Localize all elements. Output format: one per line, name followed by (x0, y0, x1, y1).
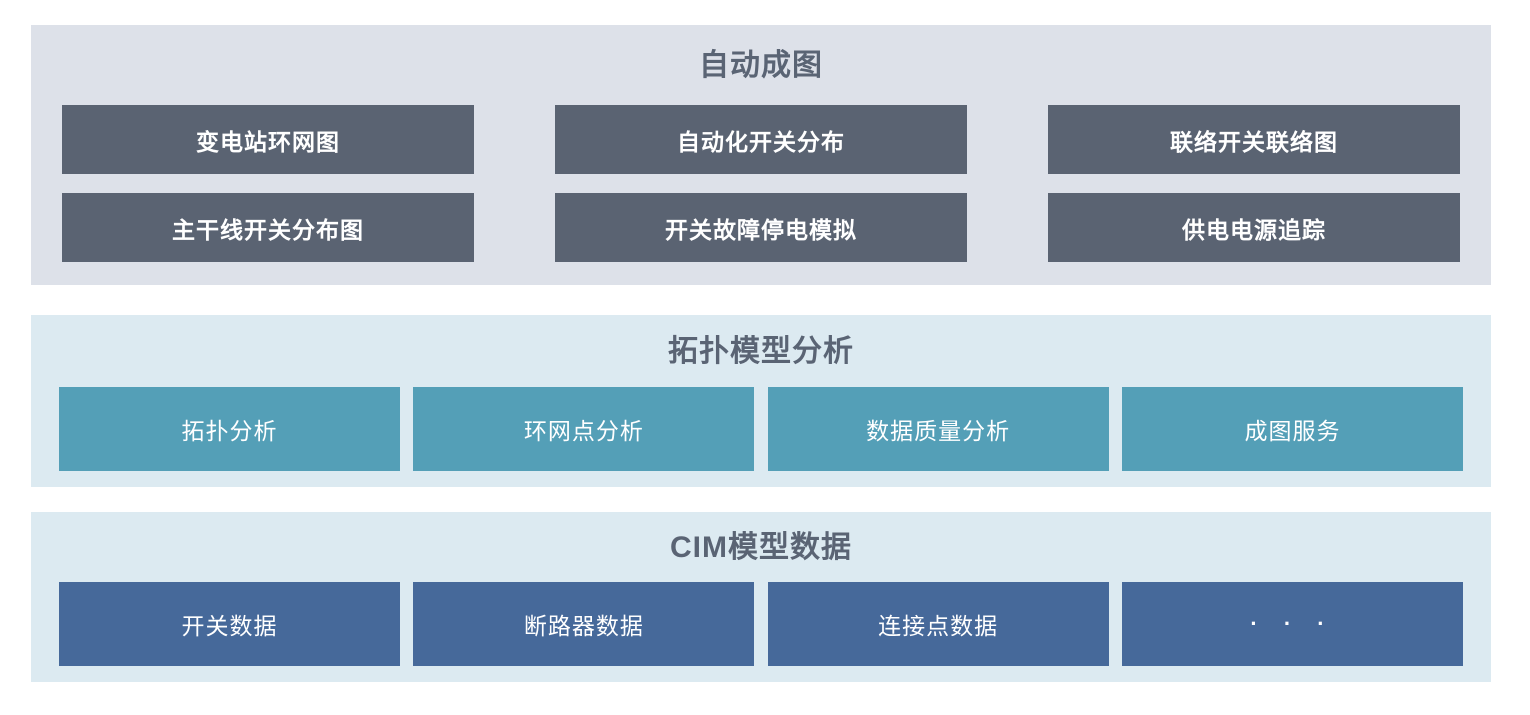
box-ring-point-analysis: 环网点分析 (413, 387, 755, 471)
topology-analysis-row: 拓扑分析 环网点分析 数据质量分析 成图服务 (31, 387, 1491, 471)
box-breaker-data: 断路器数据 (413, 582, 755, 666)
box-switch-fault-outage-simulation: 开关故障停电模拟 (555, 193, 967, 262)
section-topology-analysis-title: 拓扑模型分析 (668, 335, 854, 368)
box-power-supply-tracing: 供电电源追踪 (1048, 193, 1460, 262)
auto-drawing-row-2: 主干线开关分布图 开关故障停电模拟 供电电源追踪 (31, 193, 1491, 262)
box-substation-ring-network-diagram: 变电站环网图 (62, 105, 474, 174)
auto-drawing-row-1: 变电站环网图 自动化开关分布 联络开关联络图 (31, 105, 1491, 174)
section-auto-drawing-title: 自动成图 (699, 49, 823, 82)
section-auto-drawing: 自动成图 变电站环网图 自动化开关分布 联络开关联络图 主干线开关分布图 开关故… (31, 25, 1491, 285)
box-connection-point-data: 连接点数据 (767, 582, 1109, 666)
box-data-quality-analysis: 数据质量分析 (767, 387, 1109, 471)
box-diagram-service: 成图服务 (1121, 387, 1463, 471)
section-cim-data: CIM模型数据 开关数据 断路器数据 连接点数据 · · · (31, 512, 1491, 682)
box-automated-switch-distribution: 自动化开关分布 (555, 105, 967, 174)
box-switch-data: 开关数据 (59, 582, 400, 666)
section-topology-analysis: 拓扑模型分析 拓扑分析 环网点分析 数据质量分析 成图服务 (31, 315, 1491, 487)
box-more-ellipsis: · · · (1121, 582, 1463, 666)
section-cim-data-title: CIM模型数据 (670, 531, 852, 564)
box-trunk-line-switch-distribution-diagram: 主干线开关分布图 (62, 193, 474, 262)
box-topology-analysis: 拓扑分析 (59, 387, 400, 471)
box-tie-switch-connection-diagram: 联络开关联络图 (1048, 105, 1460, 174)
cim-data-row: 开关数据 断路器数据 连接点数据 · · · (31, 582, 1491, 666)
